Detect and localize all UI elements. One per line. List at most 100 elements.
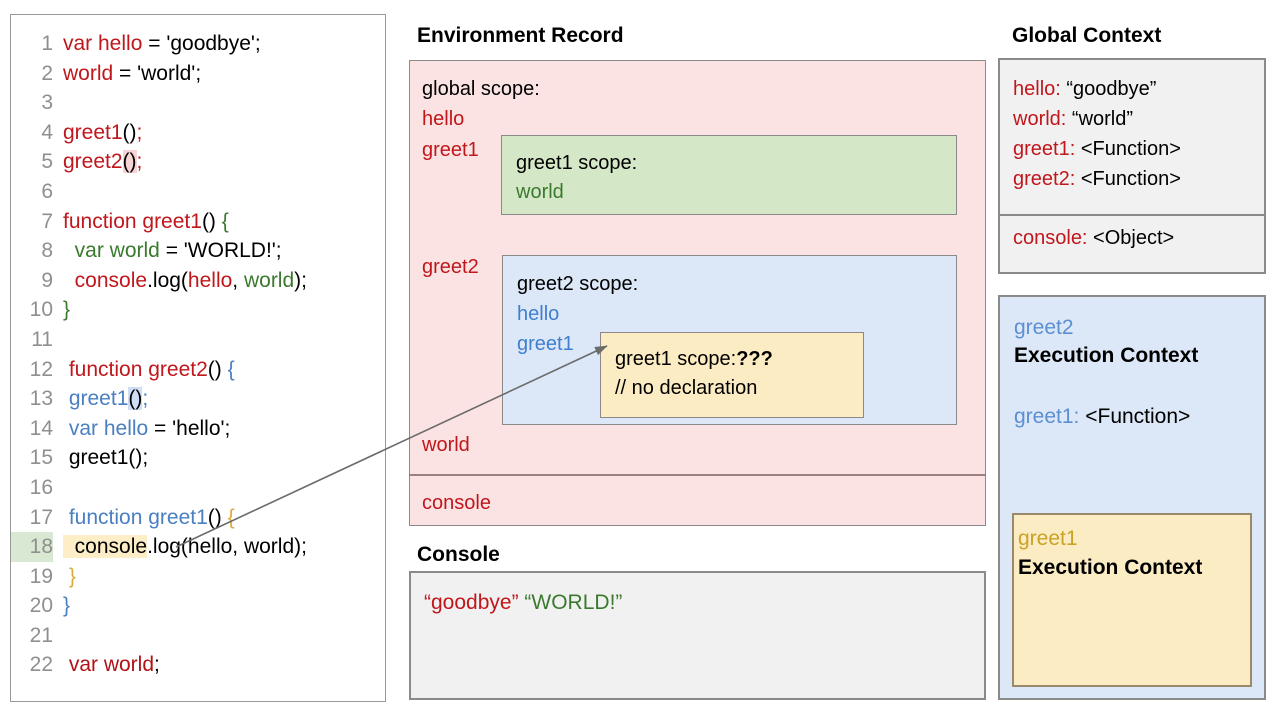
console-output-line: “goodbye” “WORLD!”: [424, 591, 622, 615]
line-number-16: 16: [29, 475, 53, 499]
code-text-4: greet1();: [53, 118, 142, 148]
token-15-0: greet1();: [63, 446, 149, 470]
line-number-15: 15: [29, 446, 53, 470]
code-text-9: console.log(hello, world);: [53, 266, 307, 296]
global-context-box: [998, 58, 1266, 274]
token-4-0: greet1: [63, 120, 123, 144]
token-17-0: function greet1: [63, 505, 208, 529]
global-context-key-greet2: greet2:: [1013, 168, 1076, 190]
line-number-7: 7: [41, 209, 53, 233]
token-17-1: (): [207, 505, 228, 529]
token-5-2: ;: [136, 150, 143, 174]
token-9-5: );: [294, 268, 307, 292]
greet2-execution-context-name: greet2: [1014, 316, 1074, 339]
code-line-11[interactable]: 11: [11, 325, 385, 355]
code-text-13: greet1();: [53, 384, 148, 414]
greet2-exec-key-greet1: greet1:: [1014, 405, 1080, 428]
code-line-20[interactable]: 20}: [11, 591, 385, 621]
code-line-22[interactable]: 22 var world;: [11, 650, 385, 680]
code-text-22: var world;: [53, 650, 160, 680]
token-5-1: (): [122, 150, 137, 174]
code-text-8: var world = 'WORLD!';: [53, 236, 282, 266]
env-var-world: world: [422, 434, 470, 456]
global-context-key-console: console:: [1013, 227, 1088, 249]
token-19-0: }: [63, 564, 76, 588]
line-number-3: 3: [41, 91, 53, 115]
code-text-5: greet2();: [53, 147, 142, 177]
token-9-1: .log(: [147, 268, 188, 292]
global-context-val-console: <Object>: [1087, 227, 1175, 249]
line-number-9: 9: [41, 268, 53, 292]
console-output-world: “WORLD!”: [524, 591, 623, 614]
global-context-row-world: world: “world”: [1013, 108, 1133, 131]
code-line-12[interactable]: 12 function greet2() {: [11, 355, 385, 385]
code-line-17[interactable]: 17 function greet1() {: [11, 503, 385, 533]
line-number-8: 8: [41, 239, 53, 263]
greet1-inner-scope-box: [600, 332, 864, 418]
code-line-10[interactable]: 10}: [11, 295, 385, 325]
token-12-0: function greet2: [63, 357, 208, 381]
greet2-scope-var-hello: hello: [517, 303, 560, 325]
code-text-7: function greet1() {: [53, 207, 229, 237]
greet1-inner-scope-heading-row: greet1 scope:???: [615, 348, 773, 371]
global-context-row-hello: hello: “goodbye”: [1013, 78, 1156, 101]
global-context-key-world: world:: [1013, 108, 1067, 130]
greet2-scope-heading: greet2 scope:: [517, 273, 639, 295]
code-line-18[interactable]: 18 console.log(hello, world);: [11, 532, 385, 562]
code-line-16[interactable]: 16: [11, 473, 385, 503]
code-line-8[interactable]: 8 var world = 'WORLD!';: [11, 236, 385, 266]
code-text-15: greet1();: [53, 443, 148, 473]
line-number-17: 17: [29, 505, 53, 529]
greet2-execution-context-title: Execution Context: [1014, 344, 1199, 367]
code-text-2: world = 'world';: [53, 59, 201, 89]
code-text-17: function greet1() {: [53, 503, 235, 533]
line-number-13: 13: [29, 387, 53, 411]
global-context-title: Global Context: [1012, 24, 1162, 47]
token-8-1: = 'WORLD!';: [159, 239, 282, 263]
line-number-1: 1: [41, 32, 53, 55]
greet2-execution-context-row-greet1: greet1: <Function>: [1014, 405, 1190, 429]
code-line-6[interactable]: 6: [11, 177, 385, 207]
global-context-val-world: “world”: [1066, 108, 1134, 130]
environment-record-title: Environment Record: [417, 24, 624, 47]
token-4-1: (): [122, 120, 137, 144]
line-number-20: 20: [29, 594, 53, 618]
global-context-key-hello: hello:: [1013, 78, 1061, 100]
line-number-22: 22: [29, 653, 53, 677]
code-line-9[interactable]: 9 console.log(hello, world);: [11, 266, 385, 296]
token-2-1: = 'world';: [113, 61, 202, 85]
code-text-19: }: [53, 562, 76, 592]
line-number-2: 2: [41, 61, 53, 85]
greet2-scope-var-greet1: greet1: [517, 333, 574, 355]
code-line-3[interactable]: 3: [11, 88, 385, 118]
line-number-14: 14: [29, 416, 53, 440]
token-9-4: world: [243, 268, 295, 292]
code-line-21[interactable]: 21: [11, 621, 385, 651]
global-context-row-greet2: greet2: <Function>: [1013, 168, 1181, 191]
global-scope-label: global scope:: [422, 78, 540, 100]
token-18-1: .log(hello, world);: [147, 535, 307, 559]
code-line-19[interactable]: 19 }: [11, 562, 385, 592]
code-text-18: console.log(hello, world);: [53, 532, 307, 562]
code-line-15[interactable]: 15 greet1();: [11, 443, 385, 473]
token-20-0: }: [63, 594, 71, 618]
token-13-2: ;: [142, 387, 149, 411]
env-var-hello: hello: [422, 108, 465, 130]
code-line-13[interactable]: 13 greet1();: [11, 384, 385, 414]
global-context-val-greet1: <Function>: [1075, 138, 1181, 160]
code-line-14[interactable]: 14 var hello = 'hello';: [11, 414, 385, 444]
global-context-row-console: console: <Object>: [1013, 227, 1174, 250]
token-1-0: var hello: [63, 32, 143, 55]
greet1-scope-box: [501, 135, 957, 215]
global-context-key-greet1: greet1:: [1013, 138, 1076, 160]
code-text-1: var hello = 'goodbye';: [53, 29, 261, 59]
greet1-inner-scope-value: ???: [736, 348, 773, 370]
token-5-0: greet2: [63, 150, 123, 174]
greet1-execution-context-title: Execution Context: [1018, 556, 1203, 579]
